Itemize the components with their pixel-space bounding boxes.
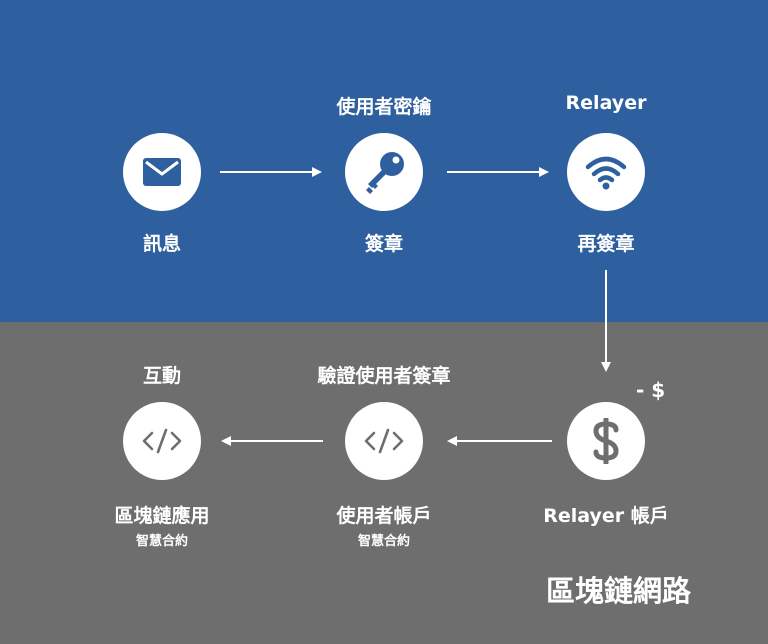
code-icon: [364, 428, 404, 454]
relayer-account-label: Relayer 帳戶: [543, 505, 669, 527]
fee-label: - $: [636, 378, 666, 402]
resign-label: 再簽章: [577, 233, 635, 255]
app-sublabel: 智慧合約: [135, 534, 189, 549]
user-account-sublabel: 智慧合約: [357, 534, 411, 549]
arrow-resign-to-relayer-account: [601, 270, 611, 372]
envelope-icon: [143, 158, 181, 186]
verify-caption: 驗證使用者簽章: [317, 365, 451, 387]
user-key-caption: 使用者密鑰: [336, 96, 432, 118]
interact-caption: 互動: [142, 365, 182, 387]
app-label: 區塊鏈應用: [114, 505, 210, 527]
code-icon: [142, 428, 182, 454]
sign-node: [345, 133, 423, 211]
dollar-icon: [593, 418, 619, 464]
network-title: 區塊鏈網路: [546, 574, 692, 608]
sign-label: 簽章: [364, 233, 404, 255]
user-account-label: 使用者帳戶: [336, 505, 432, 527]
arrow-user-account-to-app: [221, 436, 323, 446]
arrow-sign-to-resign: [447, 167, 549, 177]
arrow-message-to-sign: [220, 167, 322, 177]
resign-node: [567, 133, 645, 211]
key-icon: [366, 152, 404, 194]
user-account-node: [345, 402, 423, 480]
wifi-icon: [585, 156, 627, 190]
message-node: [123, 133, 201, 211]
blockchain-network-band: [0, 322, 768, 644]
app-node: [123, 402, 201, 480]
arrow-relayer-to-user-account: [447, 436, 552, 446]
relayer-caption: Relayer: [565, 92, 647, 114]
message-label: 訊息: [142, 233, 182, 255]
relayer-account-node: [567, 402, 645, 480]
